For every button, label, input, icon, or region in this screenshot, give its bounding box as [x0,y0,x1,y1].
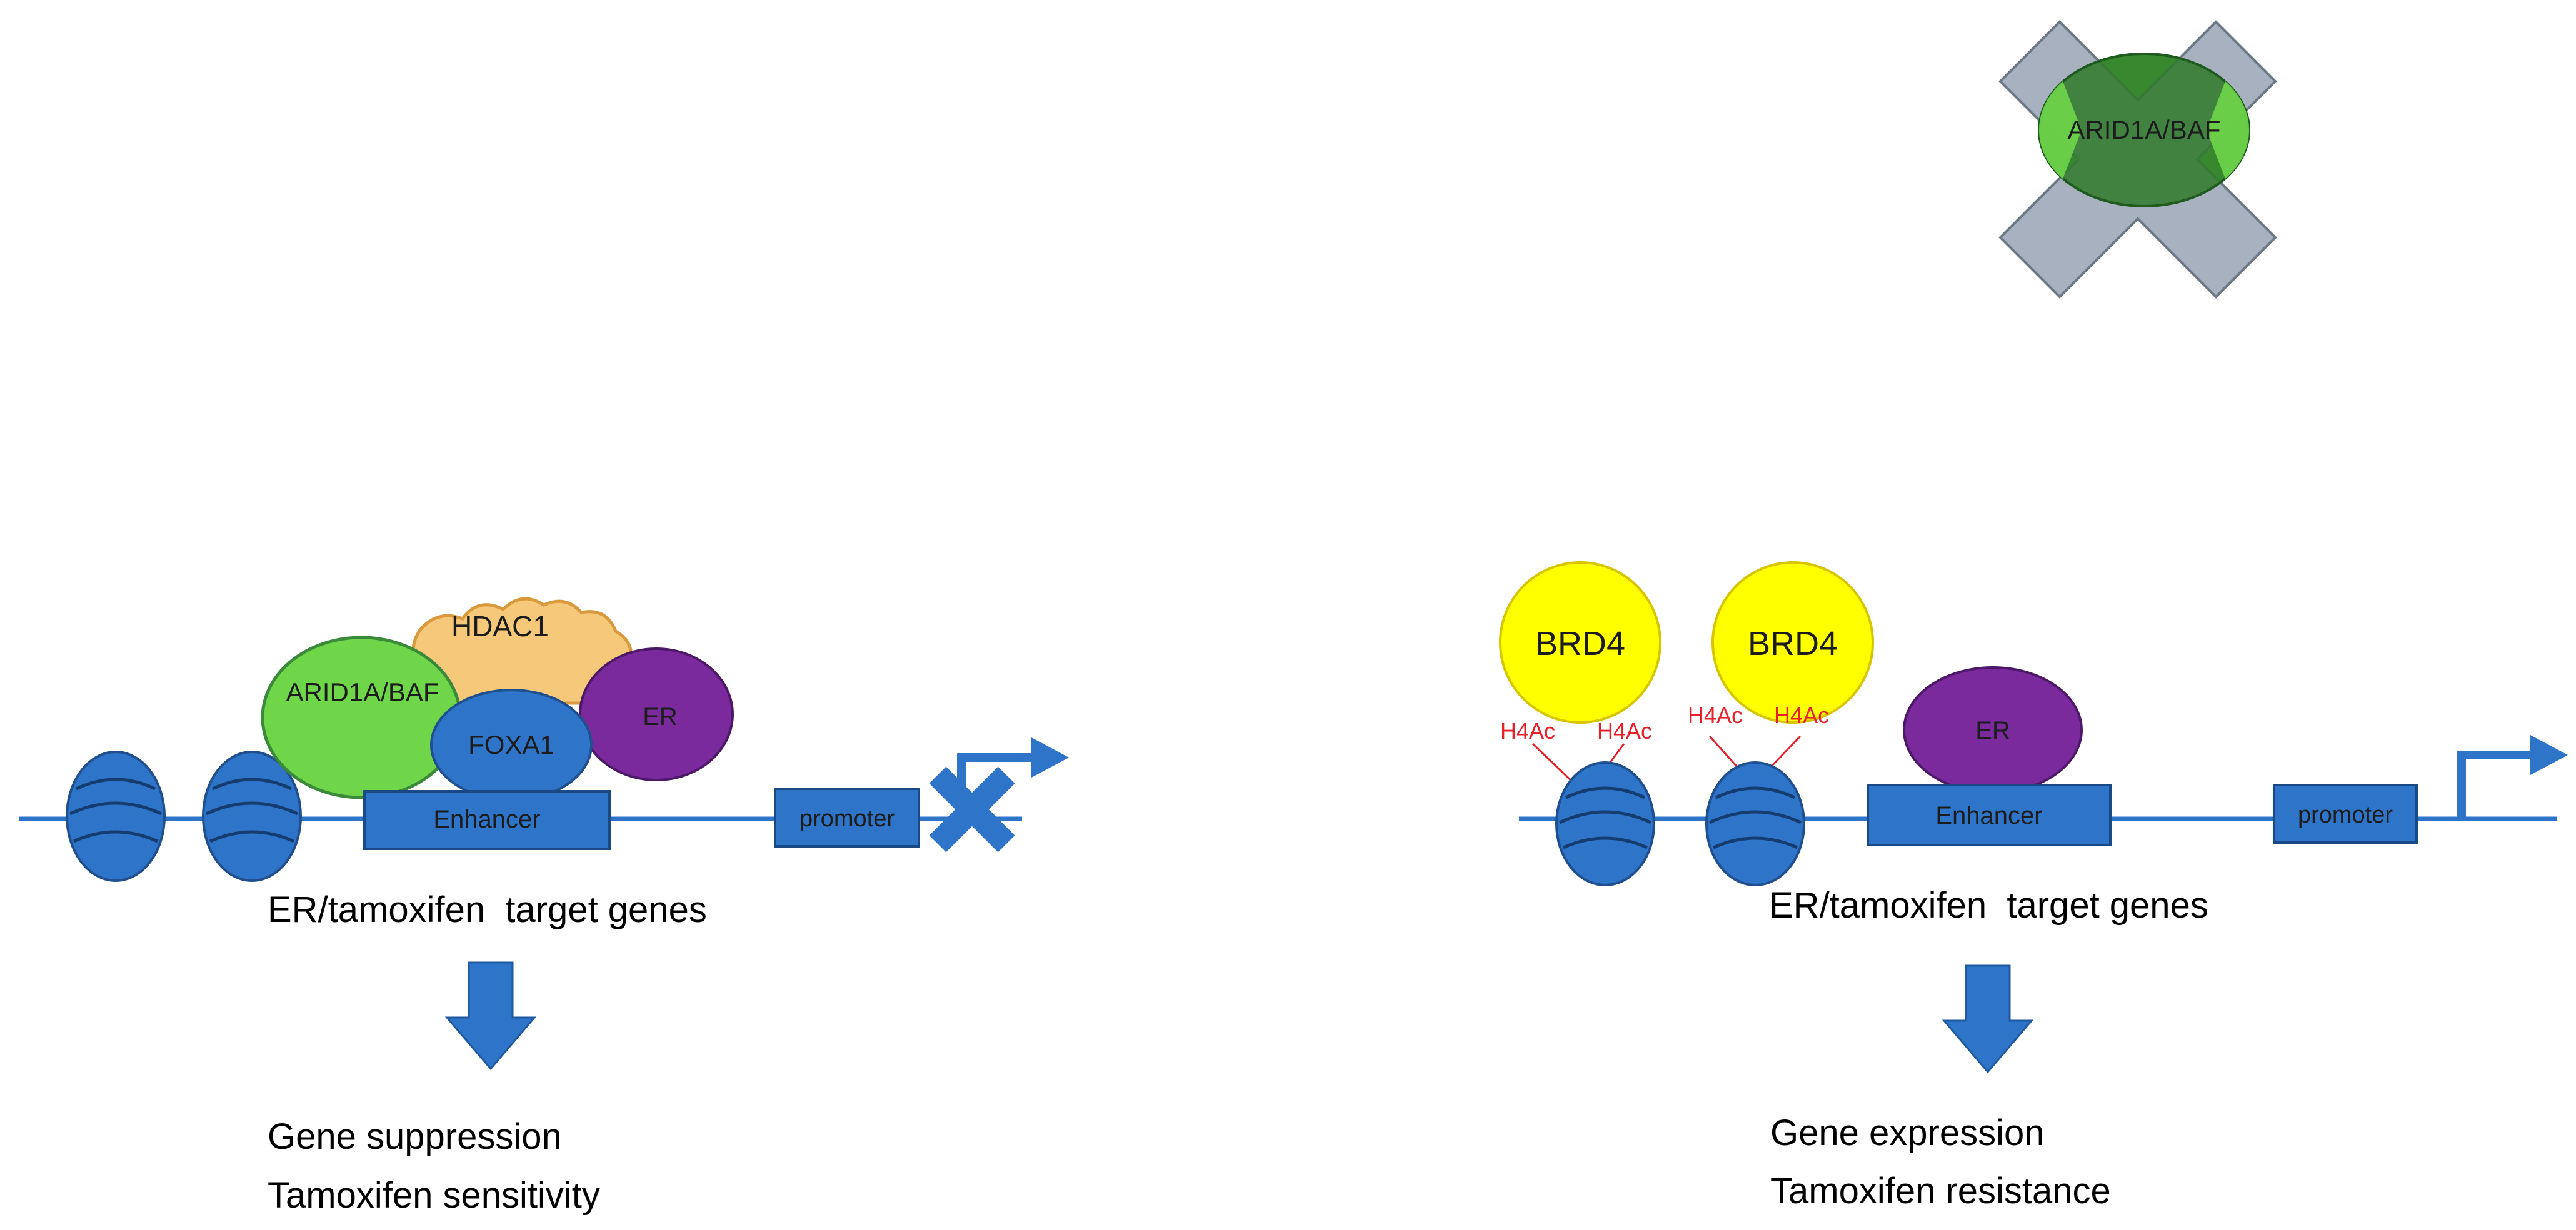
deleted-arid1a-baf: ARID1A/BAF [1998,20,2277,299]
left-outcome-line1: Gene suppression [268,1116,562,1157]
h4ac-label-4: H4Ac [1774,702,1829,728]
left-nucleosome-2 [202,751,302,882]
left-er-label: ER [643,703,678,731]
left-arid1a-baf-label: ARID1A/BAF [286,678,439,707]
left-outcome-line2: Tamoxifen sensitivity [268,1175,600,1216]
right-promoter-box [2273,784,2418,844]
left-down-arrow-icon [444,961,537,1071]
right-transcription-arrow-icon [2457,735,2568,820]
right-enhancer-label: Enhancer [1935,802,2042,829]
left-er-shape [579,648,734,781]
brd4-shape-1 [1499,561,1661,724]
h4ac-label-2: H4Ac [1597,718,1652,744]
h4ac-label-3: H4Ac [1688,702,1743,728]
left-target-genes-label: ER/tamoxifen target genes [268,889,707,930]
right-target-genes-label: ER/tamoxifen target genes [1769,885,2208,926]
left-enhancer-box [363,790,611,850]
left-nucleosome-1 [66,751,166,882]
h4ac-label-1: H4Ac [1500,718,1555,744]
brd4-shape-2 [1711,561,1874,724]
right-promoter-label: promoter [2298,802,2393,828]
right-nucleosome-2 [1705,761,1805,886]
right-enhancer-box [1867,784,2112,846]
left-promoter-label: promoter [799,806,895,832]
right-outcome-line1: Gene expression [1770,1112,2044,1153]
left-enhancer-label: Enhancer [433,806,540,833]
blocked-cross-icon [929,766,1015,852]
right-outcome-line2: Tamoxifen resistance [1770,1171,2111,1211]
hdac1-label: HDAC1 [451,610,549,642]
right-panel: ARID1A/BAF BRD4 BRD4 H4Ac H4Ac H4Ac H4Ac [1499,20,2568,1211]
brd4-label-2: BRD4 [1748,625,1838,662]
brd4-label-1: BRD4 [1535,625,1625,662]
left-promoter-box [774,788,920,848]
foxa1-label: FOXA1 [468,730,554,759]
left-panel: HDAC1 ARID1A/BAF ER FOXA1 Enhancer promo… [19,597,1069,1216]
right-er-label: ER [1975,717,2010,744]
deleted-arid1a-baf-label: ARID1A/BAF [2067,115,2220,144]
right-nucleosome-1 [1555,761,1655,886]
right-down-arrow-icon [1942,964,2034,1074]
left-arid1a-baf-shape [261,636,462,799]
